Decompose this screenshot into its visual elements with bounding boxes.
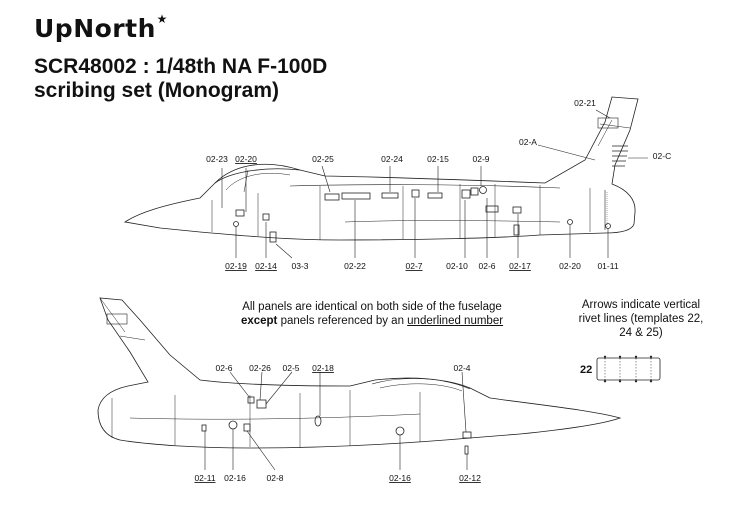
label-02-6-bottom: 02-6 (215, 363, 232, 373)
note-rest: panels referenced by an (277, 315, 408, 327)
arrows-note: Arrows indicate vertical rivet lines (te… (566, 298, 716, 340)
label-02-5: 02-5 (282, 363, 299, 373)
label-02-16-right: 02-16 (389, 473, 411, 483)
note-underlined: underlined number (407, 315, 504, 327)
label-02-9: 02-9 (472, 154, 489, 164)
label-02-20-bottom: 02-20 (559, 261, 581, 271)
label-02-6-top: 02-6 (478, 261, 495, 271)
label-02-18: 02-18 (312, 363, 334, 373)
template-22-symbol (596, 355, 661, 383)
label-02-20-top: 02-20 (235, 154, 257, 164)
brand-star-icon: ★ (156, 12, 168, 26)
note-except: except (240, 315, 278, 327)
label-02-7: 02-7 (405, 261, 422, 271)
fuselage-note: All panels are identical on both side of… (222, 300, 522, 328)
title-line-2: scribing set (Monogram) (34, 79, 280, 102)
arrows-note-line-2: rivet lines (templates 22, (578, 313, 704, 325)
top-aircraft-outline (123, 96, 639, 243)
label-02-25: 02-25 (312, 154, 334, 164)
label-02-16-left: 02-16 (224, 473, 246, 483)
label-02-21: 02-21 (574, 98, 596, 108)
label-02-23: 02-23 (206, 154, 228, 164)
brand-logo: UpNorth ★ (34, 12, 167, 43)
arrows-note-line-3: 24 & 25) (619, 327, 663, 339)
label-02-11: 02-11 (194, 473, 215, 483)
label-02-12: 02-12 (459, 473, 481, 483)
label-02-10: 02-10 (446, 261, 468, 271)
label-03-3: 03-3 (291, 261, 308, 271)
label-02-26: 02-26 (249, 363, 271, 373)
label-02-A: 02-A (519, 137, 537, 147)
template-22-label: 22 (580, 364, 592, 376)
label-02-22: 02-22 (344, 261, 366, 271)
label-02-24: 02-24 (381, 154, 403, 164)
bottom-leader-lines (204, 371, 468, 471)
label-02-C: 02-C (653, 151, 671, 161)
brand-name: UpNorth (34, 14, 156, 43)
title-line-1: SCR48002 : 1/48th NA F-100D (34, 55, 328, 78)
label-02-8: 02-8 (266, 473, 283, 483)
arrows-note-line-1: Arrows indicate vertical (581, 299, 701, 311)
label-01-11: 01-11 (597, 261, 618, 271)
bottom-aircraft-outline (97, 297, 622, 455)
label-02-14: 02-14 (255, 261, 277, 271)
label-02-4: 02-4 (453, 363, 470, 373)
top-leader-lines (221, 109, 648, 259)
note-line-1: All panels are identical on both side of… (242, 301, 502, 313)
label-02-15: 02-15 (427, 154, 449, 164)
label-02-17: 02-17 (509, 261, 531, 271)
label-02-19: 02-19 (225, 261, 247, 271)
